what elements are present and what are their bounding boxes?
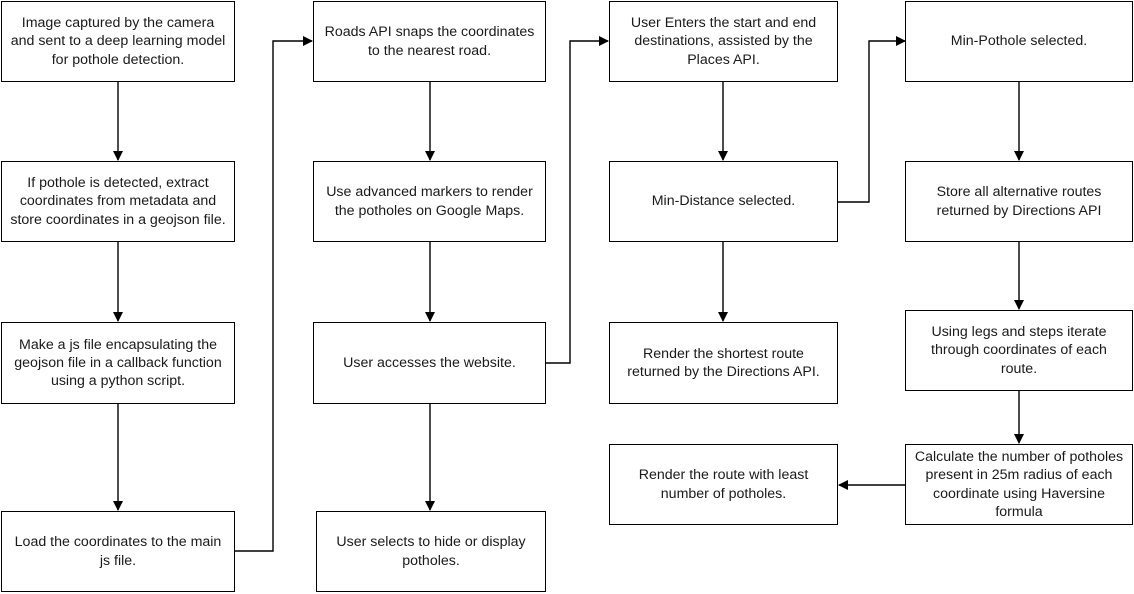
step-roads-box: Roads API snaps the coordinates to the n… <box>313 1 546 82</box>
step-store-text: Store all alternative routes returned by… <box>936 184 1102 219</box>
step-calc-text: Calculate the number of potholes present… <box>914 449 1124 520</box>
step-enter-box: User Enters the start and end destinatio… <box>609 1 838 82</box>
step-roads-text: Roads API snaps the coordinates to the n… <box>324 24 535 59</box>
step-extract-text: If pothole is detected, extract coordina… <box>10 175 226 228</box>
step-enter-text: User Enters the start and end destinatio… <box>630 15 817 68</box>
arrow-mindist-to-minpot <box>838 36 906 203</box>
step-leastpot-text: Render the route with least number of po… <box>638 467 809 502</box>
step-shortest-text: Render the shortest route returned by th… <box>627 345 820 380</box>
step-access-text: User accesses the website. <box>343 354 516 371</box>
step-markers-text: Use advanced markers to render the potho… <box>326 184 533 219</box>
step-iterate-text: Using legs and steps iterate through coo… <box>931 324 1107 377</box>
step-jsfile-box: Make a js file encapsulating the geojson… <box>1 322 235 404</box>
step-capture-text: Image captured by the camera and sent to… <box>10 15 226 68</box>
step-minpot-text: Min-Pothole selected. <box>950 33 1088 50</box>
step-load-box: Load the coordinates to the main js file… <box>1 511 235 592</box>
step-leastpot-box: Render the route with least number of po… <box>609 444 838 525</box>
step-store-box: Store all alternative routes returned by… <box>905 161 1133 242</box>
step-calc-box: Calculate the number of potholes present… <box>905 444 1133 525</box>
step-minpot-box: Min-Pothole selected. <box>905 1 1133 82</box>
step-toggle-text: User selects to hide or display potholes… <box>336 534 526 569</box>
step-load-text: Load the coordinates to the main js file… <box>14 534 222 569</box>
step-shortest-box: Render the shortest route returned by th… <box>609 322 838 404</box>
step-access-box: User accesses the website. <box>313 322 546 404</box>
arrow-load-to-roads <box>235 36 313 552</box>
step-markers-box: Use advanced markers to render the potho… <box>313 161 546 242</box>
step-toggle-box: User selects to hide or display potholes… <box>316 511 546 592</box>
step-mindist-text: Min-Distance selected. <box>651 193 796 210</box>
step-jsfile-text: Make a js file encapsulating the geojson… <box>14 336 222 390</box>
step-capture-box: Image captured by the camera and sent to… <box>1 1 235 82</box>
arrow-access-to-enter <box>546 36 609 364</box>
step-iterate-box: Using legs and steps iterate through coo… <box>905 310 1133 391</box>
step-extract-box: If pothole is detected, extract coordina… <box>1 161 235 242</box>
step-mindist-box: Min-Distance selected. <box>609 161 838 242</box>
